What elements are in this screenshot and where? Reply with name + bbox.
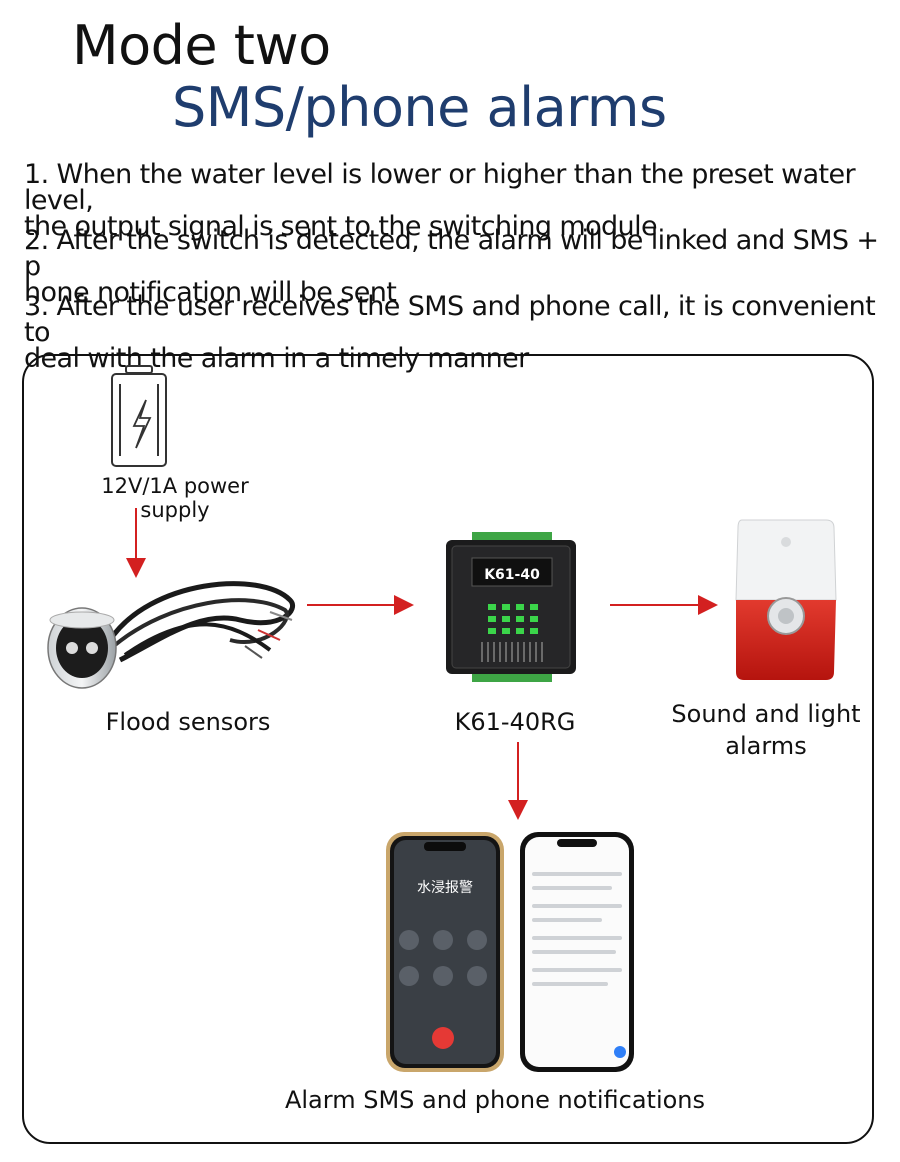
siren-alarm-icon: [735, 519, 837, 680]
step-3: 3. After the user receives the SMS and p…: [24, 291, 876, 374]
controller-face-text: K61-40: [484, 567, 540, 583]
controller-device-icon: [446, 532, 576, 682]
power-supply-label: 12V/1A power supply: [101, 474, 249, 522]
battery-icon: [111, 365, 167, 467]
title-sms-phone-alarms: SMS/phone alarms: [172, 76, 667, 139]
flood-sensor-icon: [47, 581, 295, 689]
step-1: 1. When the water level is lower or high…: [24, 159, 856, 242]
phones-label: Alarm SMS and phone notifications: [284, 1086, 706, 1114]
phone-call-screen: [386, 832, 504, 1072]
alarm-label: Sound and light alarms: [671, 700, 861, 760]
diagram-frame: [22, 354, 874, 1144]
phone-sms-screen: [520, 832, 634, 1072]
controller-label: K61-40RG: [454, 708, 576, 736]
step-2: 2. After the switch is detected, the ala…: [24, 225, 879, 308]
flood-sensors-label: Flood sensors: [105, 708, 271, 736]
title-mode-two: Mode two: [72, 14, 331, 77]
call-title-text: 水浸报警: [417, 880, 473, 896]
